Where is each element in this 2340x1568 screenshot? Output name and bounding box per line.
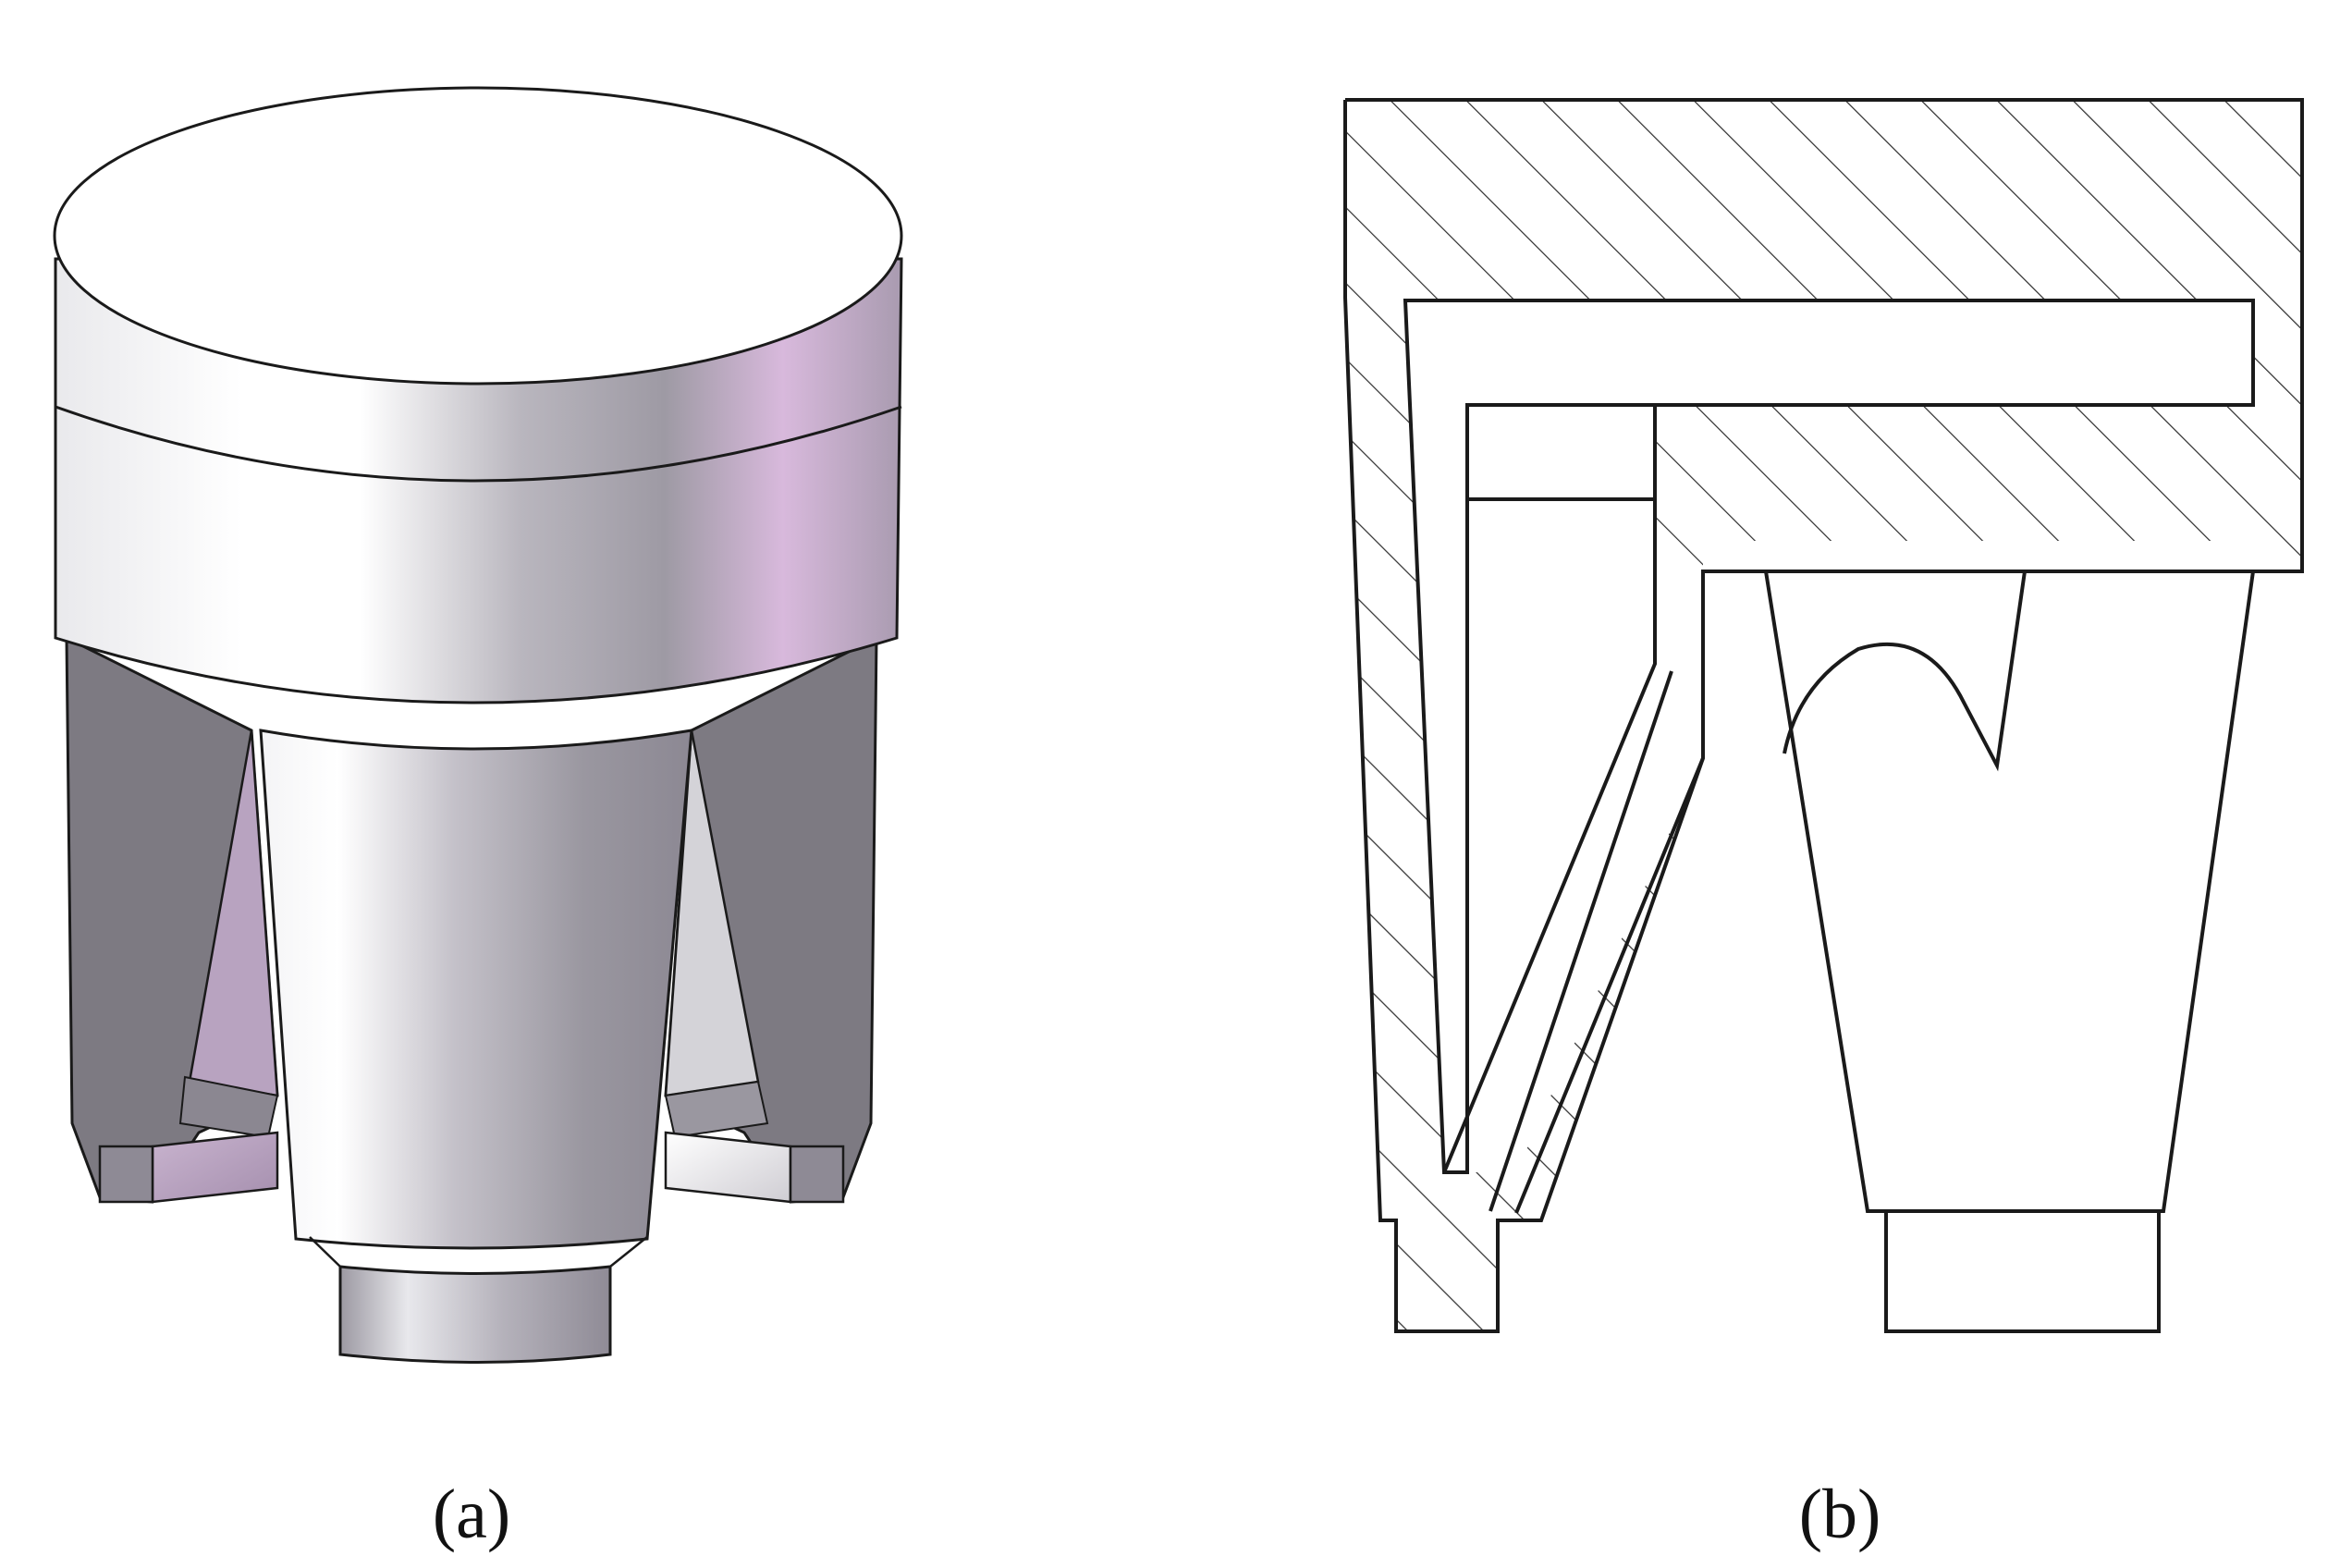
section-outlines (1343, 98, 2304, 1333)
left-leg (65, 635, 279, 1204)
panel-a-render (53, 86, 903, 1364)
panel-b-caption: (b) (1798, 1476, 1881, 1553)
collar-seam (55, 405, 902, 483)
nozzle-tip (338, 1265, 612, 1364)
tapered-core (259, 729, 693, 1250)
inner-cone (1764, 570, 2255, 1333)
top-face (53, 86, 903, 386)
panel-a-caption: (a) (432, 1476, 511, 1553)
panel-b-section (1343, 98, 2304, 1333)
right-leg (664, 635, 878, 1204)
